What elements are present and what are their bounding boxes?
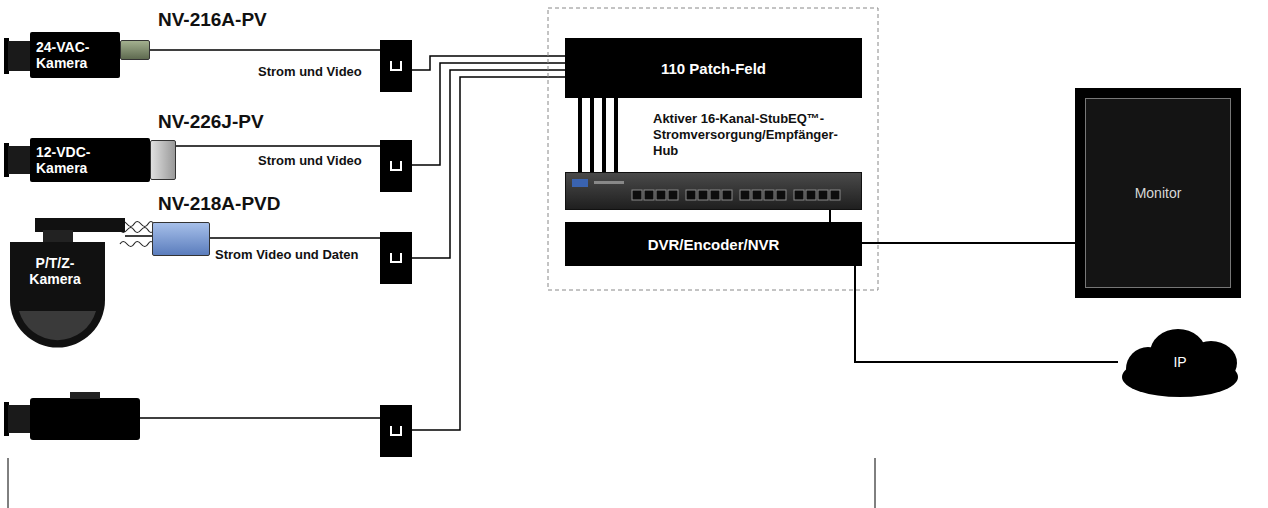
cable-connector	[210, 70, 565, 258]
power-hub: Aktiver 16-Kanal-StubEQ™- Stromversorgun…	[565, 172, 862, 210]
wall-plate	[380, 40, 412, 92]
jack-symbol	[391, 161, 401, 170]
cable-connector	[578, 98, 582, 172]
balun-device: NV-226J-PV	[150, 140, 176, 180]
device-label: NV-226J-PV	[158, 111, 264, 133]
cable-label: Strom Video und Daten	[213, 247, 361, 262]
node-label: Monitor	[1135, 185, 1182, 201]
node-label: P/T/Z-Kamera	[15, 255, 95, 355]
wall-plate	[380, 40, 412, 457]
node-label: 24-VAC-Kamera	[36, 39, 106, 71]
jack-symbol	[391, 61, 401, 70]
patch-panel: 110 Patch-Feld	[565, 38, 862, 98]
device-label: NV-218A-PVD	[158, 193, 281, 215]
balun-device: NV-218A-PVD	[152, 222, 210, 256]
camera-body	[4, 392, 140, 440]
network-cloud: IP	[1118, 325, 1242, 398]
twisted-wire	[120, 222, 154, 247]
camera-lens	[4, 38, 32, 177]
cable-connector	[125, 235, 152, 237]
node-label: IP	[1173, 354, 1186, 370]
cable-connector	[829, 210, 831, 222]
camera-body: 12-VDC-Kamera	[30, 138, 150, 182]
tick-mark	[8, 458, 9, 508]
patch-cable	[592, 98, 616, 172]
wall-plate	[380, 405, 412, 457]
wall-plate	[380, 232, 412, 284]
monitor-screen: Monitor	[1075, 88, 1241, 298]
cable-label: Strom und Video	[256, 64, 364, 79]
cable-connector	[862, 242, 1075, 244]
wall-plate	[380, 140, 412, 192]
node-label: DVR/Encoder/NVR	[648, 236, 780, 253]
jack-symbol	[391, 253, 401, 262]
ptz-camera: P/T/Z-Kamera	[5, 215, 125, 355]
node-label: 110 Patch-Feld	[661, 60, 766, 77]
recorder-box: DVR/Encoder/NVR	[565, 222, 862, 266]
camera-cable	[140, 77, 565, 430]
jack-symbol	[391, 426, 401, 435]
balun-device: NV-216A-PV	[120, 40, 150, 60]
rack-outline	[548, 8, 878, 290]
device-label: NV-216A-PV	[158, 9, 267, 31]
hub-ports	[566, 173, 861, 209]
camera-body: 24-VAC-Kamera	[30, 32, 120, 78]
cable-label: Strom und Video	[256, 153, 364, 168]
node-label: 12-VDC-Kamera	[36, 144, 106, 176]
device-label: Aktiver 16-Kanal-StubEQ™- Stromversorgun…	[653, 111, 858, 159]
tick-mark	[875, 458, 876, 508]
